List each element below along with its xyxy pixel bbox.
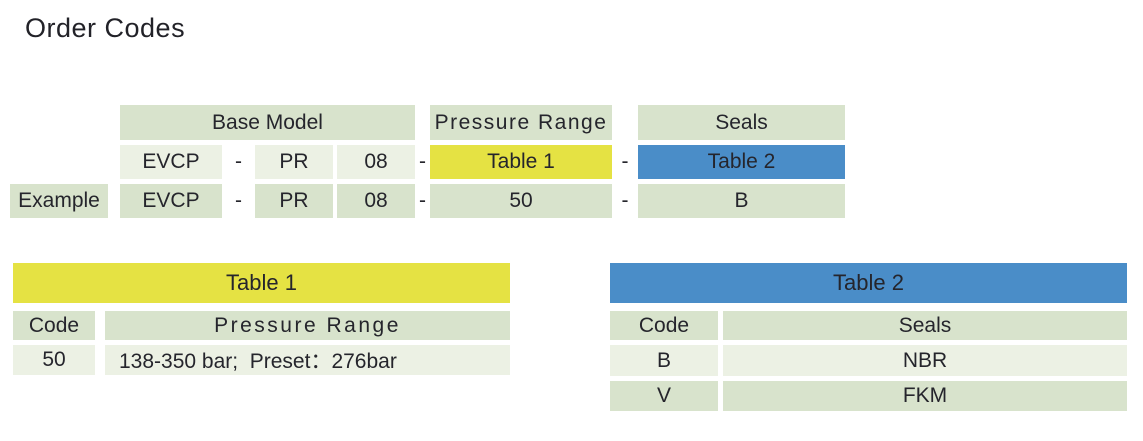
page-title: Order Codes [25,13,186,43]
table2-cell-code-v: V [610,381,718,411]
example-seals-value: B [638,184,845,218]
table2-title: Table 2 [610,263,1127,303]
header-pressure-range: Pressure Range [430,105,612,140]
code-seals-table2-ref: Table 2 [638,145,845,179]
header-base-model: Base Model [120,105,415,140]
table1-cell-code-50: 50 [13,345,95,375]
separator-dash: - [621,189,629,212]
separator-dash: - [621,150,629,173]
code-segment-evcp: EVCP [120,145,222,179]
separator-dash: - [235,150,242,173]
example-pressure-value: 50 [430,184,612,218]
separator-dash: - [419,150,426,173]
table2-cell-code-b: B [610,345,718,376]
table2-cell-seals-nbr: NBR [723,345,1127,376]
table1-column-code: Code [13,311,95,340]
example-label: Example [10,184,108,218]
table1-column-pressure-range: Pressure Range [105,311,510,340]
header-seals: Seals [638,105,845,140]
code-segment-pr: PR [255,145,333,179]
code-pressure-table1-ref: Table 1 [430,145,612,179]
separator-dash: - [235,189,242,212]
separator-dash: - [419,189,426,212]
table2-cell-seals-fkm: FKM [723,381,1127,411]
example-segment-pr: PR [255,184,333,218]
example-segment-evcp: EVCP [120,184,222,218]
table2-column-seals: Seals [723,311,1127,340]
table2-column-code: Code [610,311,718,340]
table1-title: Table 1 [13,263,510,303]
example-segment-08: 08 [337,184,415,218]
code-segment-08: 08 [337,145,415,179]
table1-cell-pressure-range-value: 138-350 bar; Preset：276bar [105,345,510,375]
